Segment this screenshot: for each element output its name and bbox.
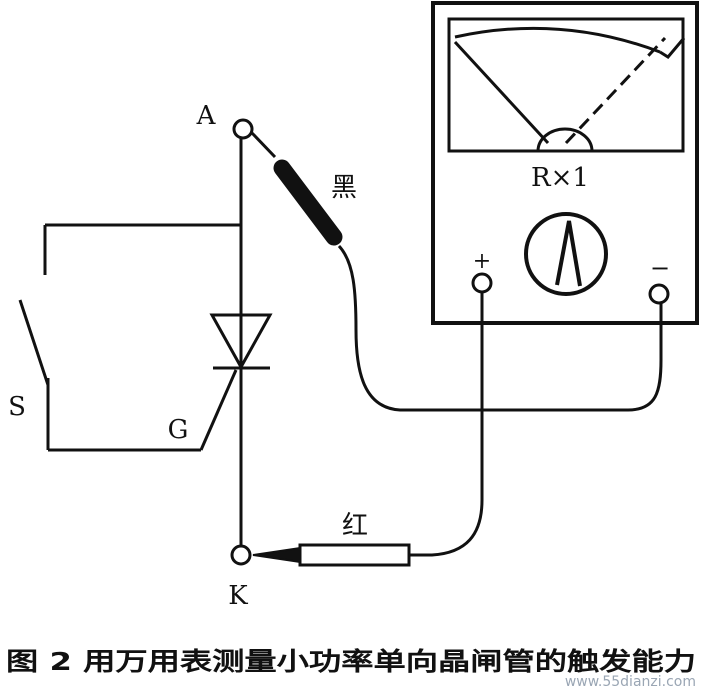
- range-selector-pointer: [555, 220, 582, 287]
- anode-label: A: [196, 101, 217, 131]
- red-probe-tip: [252, 546, 301, 564]
- switch-blade: [18, 299, 50, 386]
- watermark: www.55dianzi.com: [565, 674, 696, 690]
- black-probe: [250, 131, 343, 246]
- red-probe-body: [298, 543, 411, 567]
- meter-needle-deflected: [564, 36, 667, 145]
- minus-label: −: [650, 254, 670, 282]
- thyristor-symbol: [209, 313, 273, 371]
- black-probe-tip: [250, 131, 277, 159]
- black-probe-label: 黑: [331, 173, 357, 203]
- cathode-terminal: [230, 544, 252, 566]
- plus-label: +: [473, 249, 491, 274]
- gate-label: G: [168, 415, 189, 445]
- meter-pivot: [536, 127, 594, 152]
- black-lead-wire: [337, 244, 663, 412]
- meter-window: [447, 17, 685, 153]
- gate-lead: [199, 369, 238, 451]
- meter-needle: [453, 40, 550, 145]
- figure-caption: 图 2 用万用表测量小功率单向晶闸管的触发能力: [6, 647, 696, 676]
- red-probe-label: 红: [342, 511, 368, 541]
- plus-terminal: [471, 272, 493, 294]
- red-lead-wire: [409, 292, 484, 557]
- circuit-wires: [18, 138, 663, 557]
- range-selector-knob: [524, 212, 608, 296]
- thyristor-triangle: [209, 313, 273, 371]
- red-probe: [252, 543, 411, 567]
- black-probe-body: [273, 159, 343, 246]
- meter-scale-arc: [454, 26, 661, 54]
- anode-terminal: [232, 118, 254, 140]
- cathode-label: K: [228, 581, 248, 611]
- multimeter-body: [431, 1, 699, 325]
- minus-terminal: [648, 283, 670, 305]
- meter-scale-end: [659, 37, 686, 59]
- switch-label: S: [8, 392, 26, 422]
- range-label: R×1: [531, 163, 589, 193]
